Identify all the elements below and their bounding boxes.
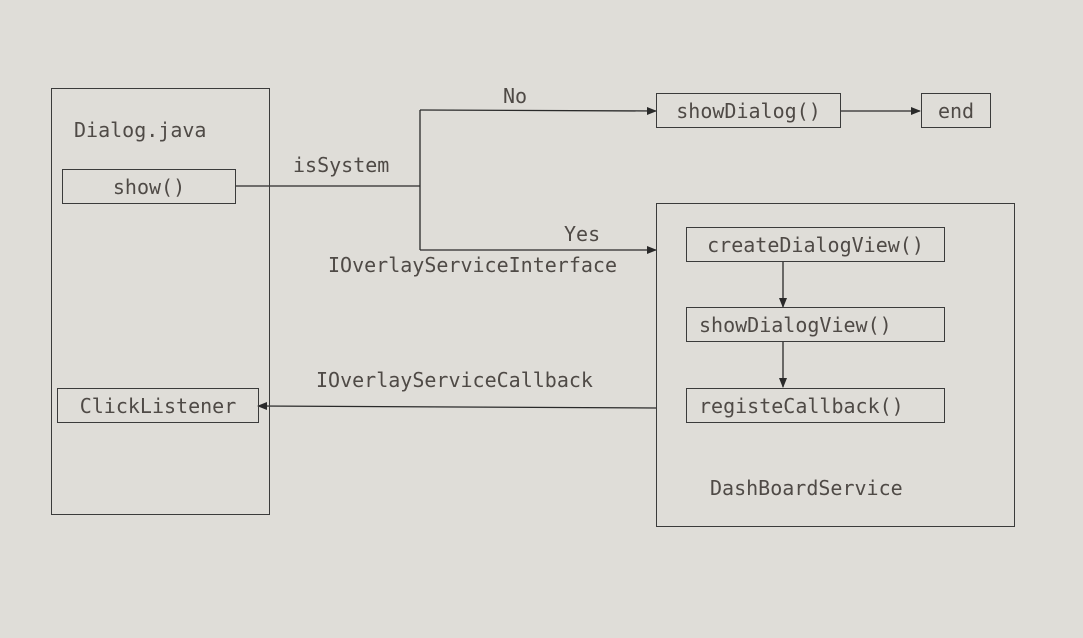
registe-callback-node[interactable]: registeCallback() bbox=[686, 388, 945, 423]
create-dialog-view-node[interactable]: createDialogView() bbox=[686, 227, 945, 262]
dashboard-service-title: DashBoardService bbox=[710, 476, 903, 500]
show-node[interactable]: show() bbox=[62, 169, 236, 204]
dialog-java-title: Dialog.java bbox=[74, 118, 207, 142]
label-yes: Yes bbox=[564, 222, 601, 246]
dialog-java-container bbox=[51, 88, 270, 515]
label-overlay-service-callback: IOverlayServiceCallback bbox=[316, 368, 593, 392]
click-listener-node[interactable]: ClickListener bbox=[57, 388, 259, 423]
label-overlay-service-interface: IOverlayServiceInterface bbox=[328, 253, 617, 277]
show-dialog-view-node[interactable]: showDialogView() bbox=[686, 307, 945, 342]
label-is-system: isSystem bbox=[293, 153, 390, 177]
label-no: No bbox=[503, 84, 528, 108]
edge-no-to-showdialog bbox=[419, 106, 657, 115]
show-dialog-node[interactable]: showDialog() bbox=[656, 93, 841, 128]
dashboard-service-container bbox=[656, 203, 1015, 527]
end-node[interactable]: end bbox=[921, 93, 991, 128]
edge-callback-to-clicklistener bbox=[257, 402, 657, 411]
